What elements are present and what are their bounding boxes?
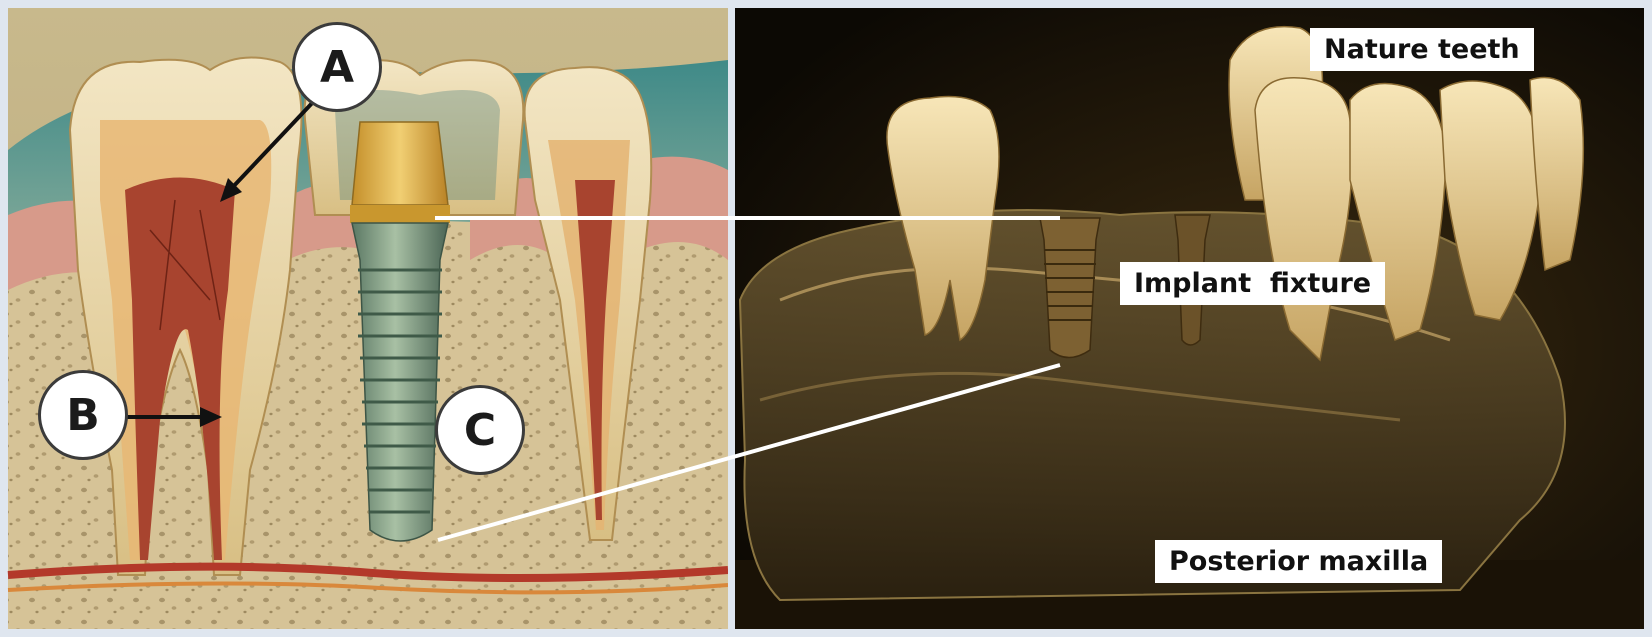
panel-divider — [728, 0, 735, 637]
marker-a: A — [292, 22, 382, 112]
illustration-panel — [8, 8, 728, 629]
label-nature-teeth: Nature teeth — [1310, 28, 1534, 71]
photo-panel — [735, 8, 1644, 629]
marker-c: C — [435, 385, 525, 475]
label-implant-fixture: Implant fixture — [1120, 262, 1385, 305]
implant-abutment — [350, 122, 450, 223]
marker-b: B — [38, 370, 128, 460]
implant-fixture-photo — [1040, 218, 1100, 358]
label-posterior-maxilla: Posterior maxilla — [1155, 540, 1442, 583]
